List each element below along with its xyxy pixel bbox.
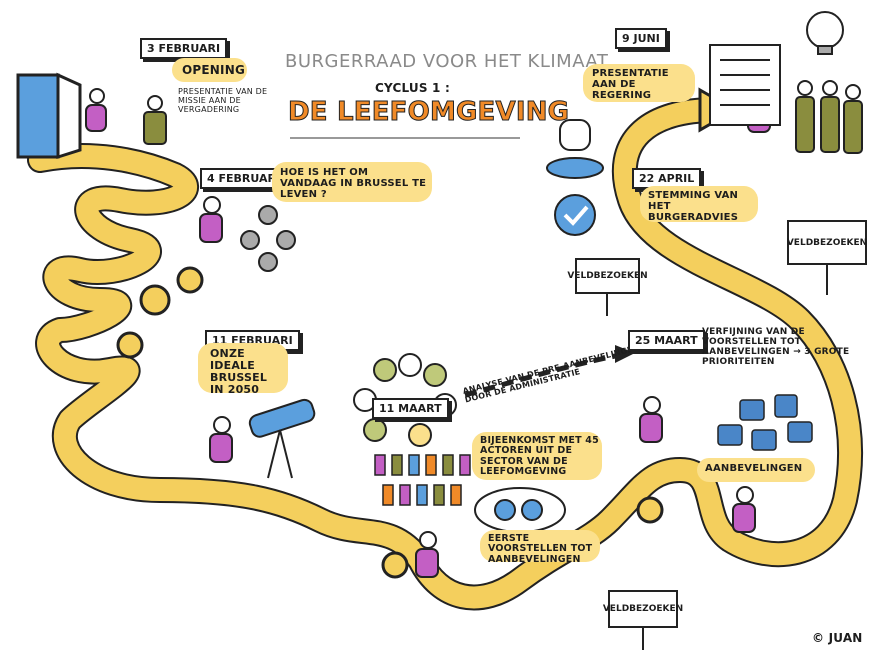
step-label: BIJEENKOMST MET 45 ACTOREN UIT DE SECTOR… — [480, 435, 599, 478]
gears-icon — [474, 487, 566, 533]
crowd-figures — [374, 454, 471, 506]
person-figures — [85, 80, 863, 578]
dashed-arrow — [464, 352, 621, 398]
atomium-icon — [240, 205, 296, 272]
date-badge: 4 FEBRUARI — [200, 168, 288, 189]
stamp-icon — [546, 119, 604, 236]
credit-label: © JUAN — [812, 631, 863, 645]
path-fill — [29, 99, 861, 609]
date-badge: 11 MAART — [372, 398, 449, 419]
step-label: EERSTE VOORSTELLEN TOT AANBEVELINGEN — [488, 533, 593, 565]
step-label: VERFIJNING VAN DE VOORSTELLEN TOT AANBEV… — [702, 327, 850, 367]
door-icon — [16, 73, 60, 159]
telescope-icon — [248, 398, 316, 479]
step-label: STEMMING VAN HET BURGERADVIES — [648, 190, 739, 223]
step-label: PRESENTATIE AAN DE REGERING — [592, 68, 669, 101]
field-visit-sign: VELDBEZOEKEN — [787, 220, 867, 265]
field-visit-sign: VELDBEZOEKEN — [603, 590, 683, 628]
lightbulb-icon — [806, 11, 844, 55]
puzzle-icon — [717, 394, 813, 451]
cycle-label: CYCLUS 1 : — [375, 81, 450, 95]
page-subtitle: DE LEEFOMGEVING — [287, 97, 570, 127]
step-label: HOE IS HET OM VANDAAG IN BRUSSEL TE LEVE… — [280, 167, 427, 200]
step-label: AANBEVELINGEN — [705, 463, 803, 474]
step-label: OPENING — [182, 63, 245, 77]
presentation-board-icon — [709, 44, 781, 126]
path-loops — [116, 266, 664, 579]
step-detail: PRESENTATIE VAN DE MISSIE AAN DE VERGADE… — [178, 87, 268, 114]
step-label: ONZE IDEALE BRUSSEL IN 2050 — [210, 347, 268, 397]
date-badge: 3 FEBRUARI — [140, 38, 228, 59]
date-badge: 25 MAART — [628, 330, 705, 351]
field-visit-sign: VELDBEZOEKEN — [567, 258, 648, 294]
date-badge: 9 JUNI — [615, 28, 667, 49]
page-title: BURGERRAAD VOOR HET KLIMAAT — [285, 51, 609, 72]
